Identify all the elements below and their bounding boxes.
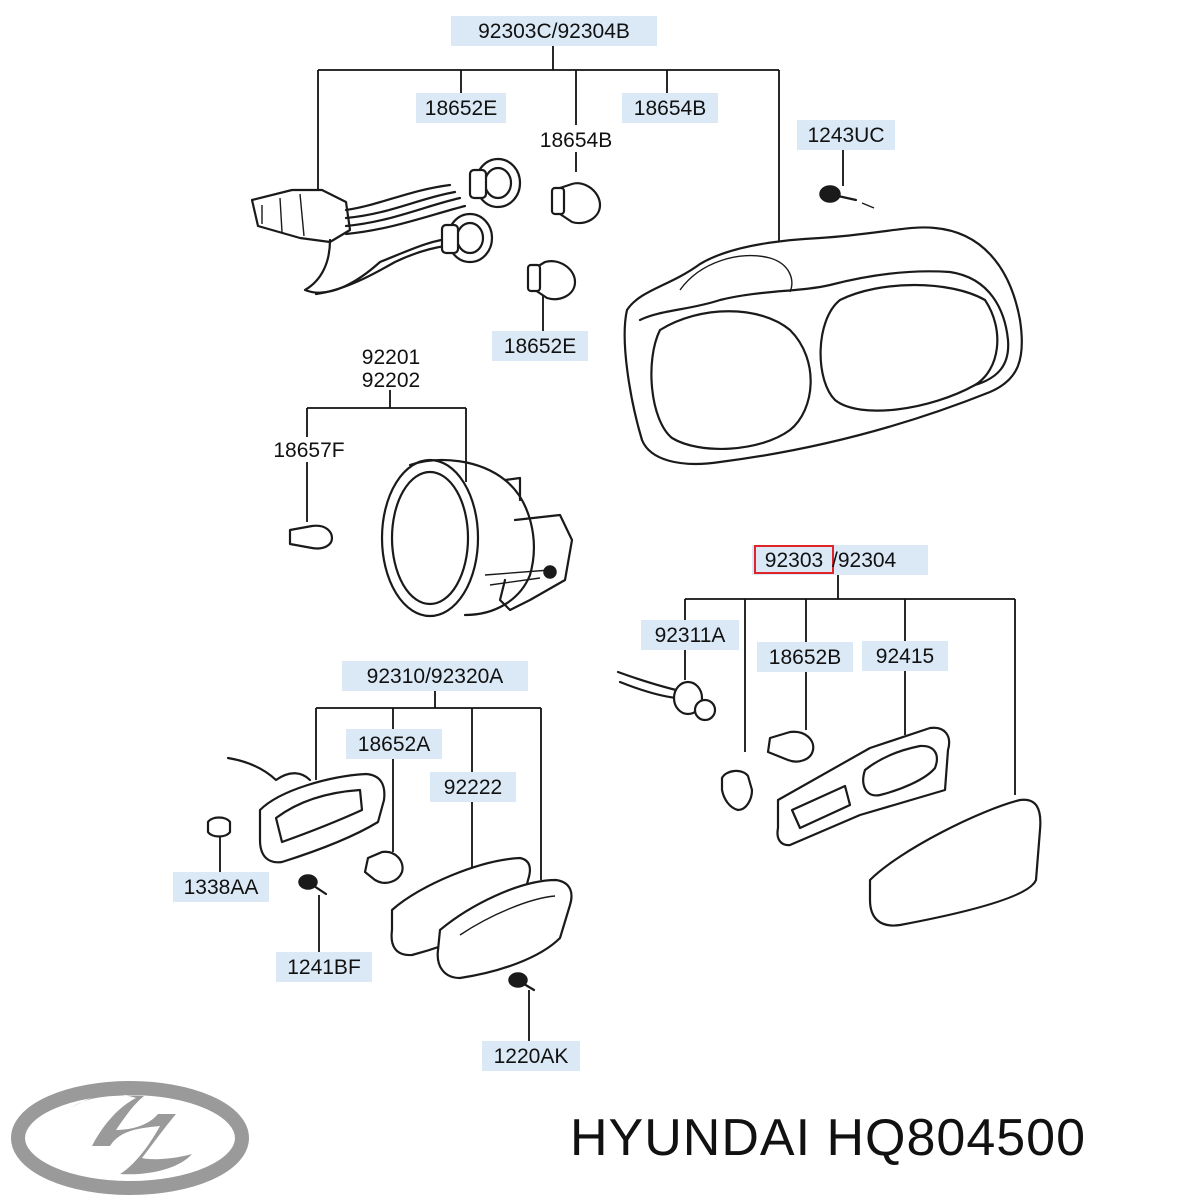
label-92415: 92415 xyxy=(876,645,934,668)
label-texts: 92303C/92304B 18652E 18654B 18654B 1243U… xyxy=(184,20,935,1068)
bulb-18652b-drawing xyxy=(766,730,815,763)
label-18654b-top: 18654B xyxy=(634,97,706,120)
label-bg-92222 xyxy=(430,772,516,802)
hyundai-logo-icon xyxy=(11,1081,249,1195)
socket-92311a-drawing xyxy=(616,670,717,722)
label-bg-92415 xyxy=(862,641,948,671)
label-18652e-top: 18652E xyxy=(425,97,497,120)
label-side-lamp-selected: 92303 xyxy=(765,549,823,572)
label-92311a: 92311A xyxy=(655,624,726,647)
label-marker-lamp: 92310/92320A xyxy=(367,665,504,688)
label-bg-92311a xyxy=(641,620,739,650)
label-backgrounds xyxy=(173,16,948,1071)
label-18654b-mid: 18654B xyxy=(540,129,612,152)
marker-lens-drawing xyxy=(436,878,573,980)
side-lamp-lens-drawing xyxy=(868,798,1042,927)
label-18652b: 18652B xyxy=(769,646,841,669)
label-bg-18652e-top xyxy=(416,93,506,123)
label-bg-1243uc xyxy=(797,120,895,150)
bulb-18657f-drawing xyxy=(288,524,334,550)
label-bg-18652e-bottom xyxy=(492,331,588,361)
label-92222: 92222 xyxy=(444,776,502,799)
label-bg-1338aa xyxy=(173,872,269,902)
label-side-lamp-slash: /92304 xyxy=(832,549,897,572)
side-lamp-housing-drawing xyxy=(776,726,951,847)
head-lamp-drawing xyxy=(623,226,1023,466)
label-head-lamp: 92303C/92304B xyxy=(478,20,630,43)
label-bg-marker-lamp xyxy=(342,661,528,691)
screw-1241bf-drawing xyxy=(298,874,328,896)
label-1241bf: 1241BF xyxy=(287,956,361,979)
clip-side-drawing xyxy=(720,769,754,812)
label-bg-18652b xyxy=(757,642,853,672)
label-bg-18652a xyxy=(346,729,442,759)
label-1338aa: 1338AA xyxy=(184,876,259,899)
label-fog-lamp-line1: 92201 xyxy=(362,346,420,369)
label-1220ak: 1220AK xyxy=(494,1045,569,1068)
screw-1220ak-drawing xyxy=(508,972,536,992)
bulb-18652e-drawing xyxy=(526,260,577,301)
label-bg-1241bf xyxy=(276,952,372,982)
fog-lamp-drawing xyxy=(380,458,574,618)
label-1243uc: 1243UC xyxy=(807,124,884,147)
label-bg-18654b-top xyxy=(622,93,718,123)
bulb-18652a-drawing xyxy=(363,850,404,884)
wiring-harness xyxy=(250,157,522,296)
label-fog-lamp-line2: 92202 xyxy=(362,369,420,392)
marker-lamp-housing-drawing xyxy=(226,756,386,864)
label-18652a: 18652A xyxy=(358,733,430,756)
brand-part-number: HYUNDAI HQ804500 xyxy=(570,1109,1086,1167)
label-bg-1220ak xyxy=(482,1041,580,1071)
label-18652e-bottom: 18652E xyxy=(504,335,576,358)
screw-1243uc-drawing xyxy=(819,185,875,209)
leader-lines xyxy=(219,46,1016,1041)
label-bg-head-lamp xyxy=(451,16,657,46)
label-bg-side-lamp xyxy=(752,545,928,575)
clip-1338aa-drawing xyxy=(206,816,232,838)
bulb-18654b-drawing xyxy=(550,182,602,225)
selected-part-outline xyxy=(754,545,834,574)
label-18657f: 18657F xyxy=(273,439,344,462)
